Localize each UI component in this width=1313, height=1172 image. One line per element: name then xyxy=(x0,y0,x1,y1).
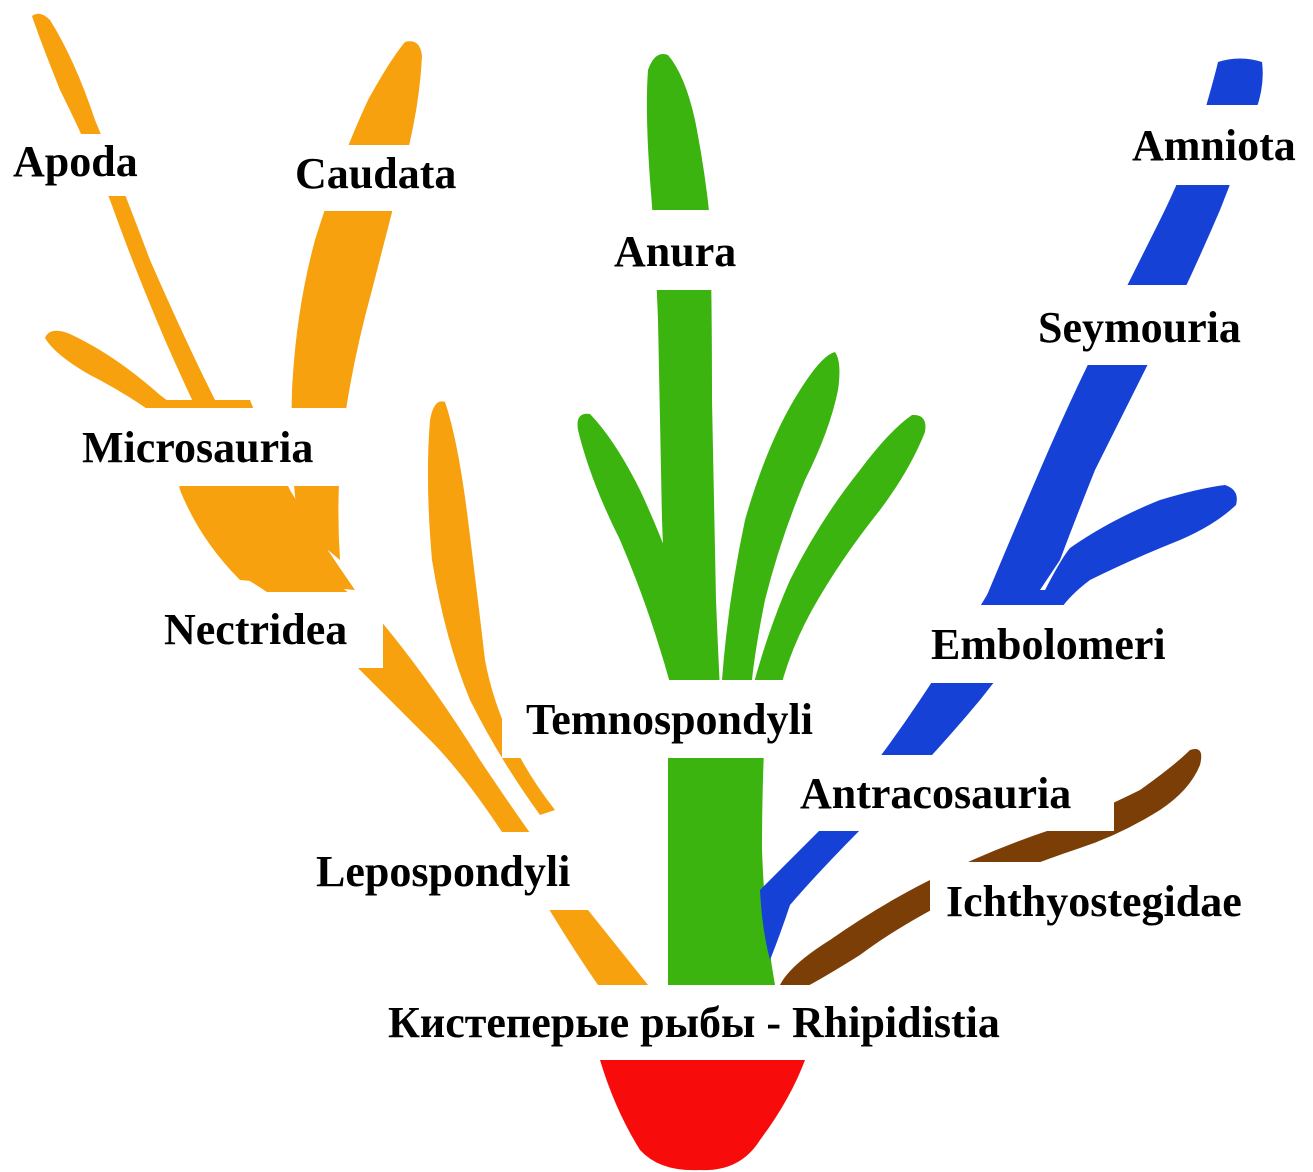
label-nectridea: Nectridea xyxy=(157,592,383,668)
label-lepospondyli-text: Lepospondyli xyxy=(316,847,570,896)
label-ichthyostegidae: Ichthyostegidae xyxy=(930,862,1280,942)
label-antracosauria: Antracosauria xyxy=(794,755,1114,831)
label-nectridea-text: Nectridea xyxy=(164,605,347,654)
label-seymouria: Seymouria xyxy=(1030,285,1266,365)
label-apoda-text: Apoda xyxy=(13,137,138,186)
label-root: Кистеперые рыбы - Rhipidistia xyxy=(380,985,1070,1060)
label-microsauria: Microsauria xyxy=(76,408,346,486)
label-amniota: Amniota xyxy=(1124,105,1310,185)
label-temnospondyli: Temnospondyli xyxy=(502,680,842,758)
label-ichthyostegidae-text: Ichthyostegidae xyxy=(946,877,1242,926)
label-root-text: Кистеперые рыбы - Rhipidistia xyxy=(388,998,1000,1047)
label-caudata: Caudata xyxy=(288,145,472,211)
label-lepospondyli: Lepospondyli xyxy=(308,832,602,910)
label-embolomeri: Embolomeri xyxy=(924,605,1194,683)
label-microsauria-text: Microsauria xyxy=(82,423,313,472)
label-temnospondyli-text: Temnospondyli xyxy=(526,695,813,744)
label-antracosauria-text: Antracosauria xyxy=(800,769,1071,818)
label-apoda: Apoda xyxy=(8,134,150,196)
label-amniota-text: Amniota xyxy=(1132,121,1296,170)
label-embolomeri-text: Embolomeri xyxy=(931,620,1166,669)
label-seymouria-text: Seymouria xyxy=(1038,303,1241,352)
label-caudata-text: Caudata xyxy=(295,149,456,198)
label-anura-text: Anura xyxy=(614,227,736,276)
label-anura: Anura xyxy=(606,210,752,290)
